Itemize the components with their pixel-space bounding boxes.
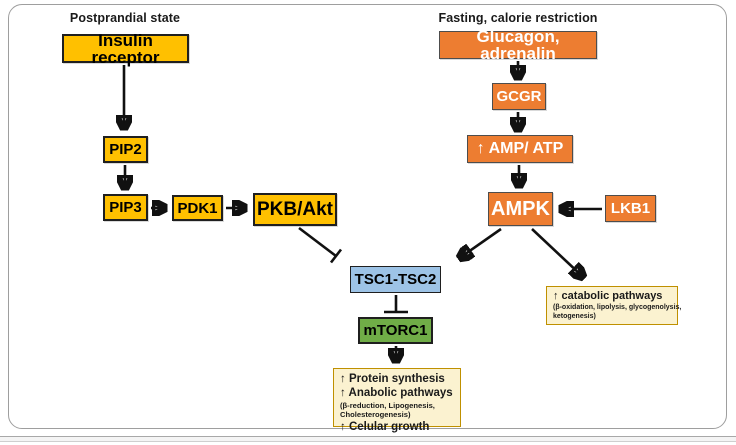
- anabolic-line-protein: ↑ Protein synthesis: [340, 373, 445, 385]
- glucagon-adrenalin-node: Glucagon, adrenalin: [439, 28, 597, 62]
- page-divider: [0, 436, 736, 442]
- lkb1-node: LKB1: [605, 195, 656, 222]
- catabolic-line-title: ↑ catabolic pathways: [553, 290, 663, 302]
- postprandial-state-heading: Postprandial state: [69, 11, 181, 25]
- catabolic-line-detail2: ketogenesis): [553, 312, 596, 320]
- pkb-akt-node: PKB/Akt: [253, 193, 337, 226]
- anabolic-line-growth: ↑ Celular growth: [340, 420, 430, 433]
- mtorc1-node: mTORC1: [358, 317, 433, 344]
- anabolic-line-detail2: Cholesterogenesis): [340, 410, 411, 420]
- anabolic-outcomes-box: ↑ Protein synthesis ↑ Anabolic pathways …: [333, 368, 461, 433]
- pip3-node: PIP3: [103, 194, 148, 221]
- anabolic-line-pathways: ↑ Anabolic pathways: [340, 387, 453, 400]
- catabolic-outcomes-box: ↑ catabolic pathways (β-oxidation, lipol…: [546, 286, 682, 325]
- fasting-heading: Fasting, calorie restriction: [438, 11, 598, 25]
- gcgr-node: GCGR: [492, 83, 546, 110]
- catabolic-line-detail1: (β-oxidation, lipolysis, glycogenolysis,: [553, 303, 682, 311]
- ampk-node: AMPK: [488, 192, 553, 226]
- insulin-receptor-node: Insulin receptor: [62, 32, 189, 66]
- tsc1-tsc2-node: TSC1-TSC2: [350, 266, 441, 293]
- amp-atp-ratio-node: ↑ AMP/ ATP: [467, 135, 573, 163]
- pip2-node: PIP2: [103, 136, 148, 163]
- anabolic-line-detail1: (β-reduction, Lipogenesis,: [340, 400, 435, 410]
- pdk1-node: PDK1: [172, 195, 223, 221]
